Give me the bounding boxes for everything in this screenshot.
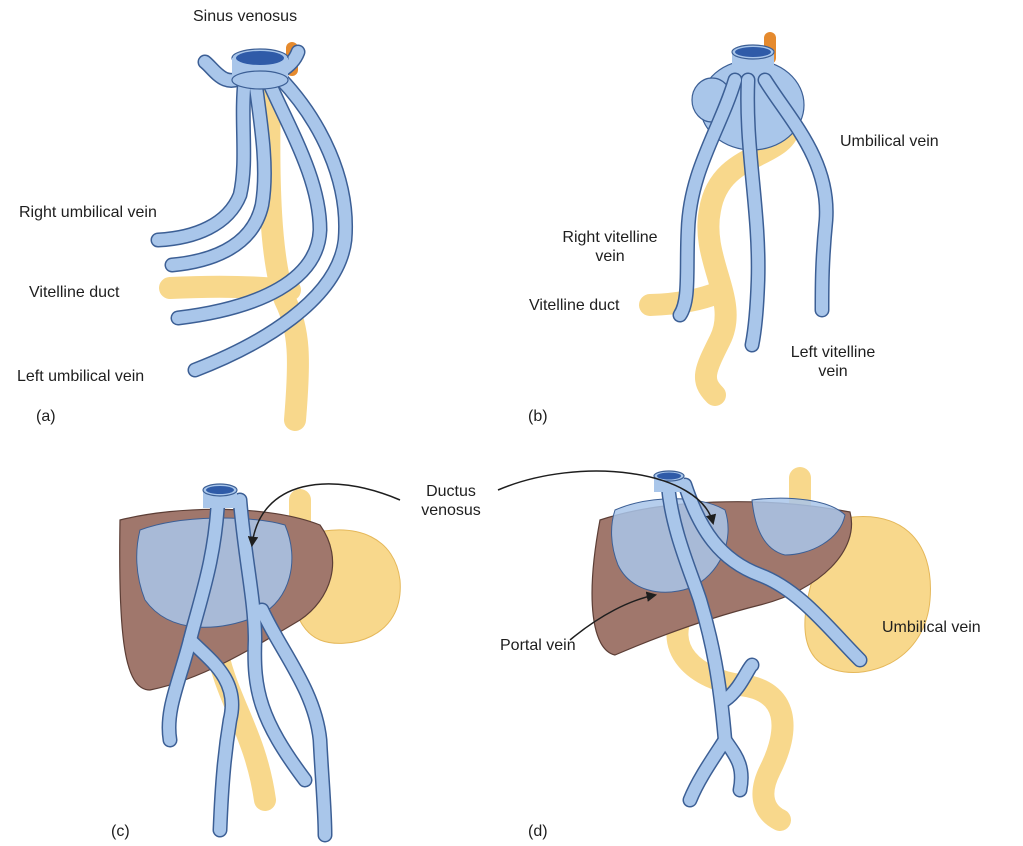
panel-a-veins — [158, 52, 346, 370]
label-ductus-line2: venosus — [421, 502, 481, 519]
panel-c-sinus-venosus — [203, 484, 237, 508]
label-right-vitelline-vein: Right vitelline vein — [549, 228, 671, 266]
panel-d-illustration — [592, 471, 930, 820]
panel-letter-b: (b) — [528, 408, 548, 426]
label-umbilical-vein-d: Umbilical vein — [882, 618, 981, 637]
panel-b-illustration — [650, 38, 826, 395]
panel-letter-a: (a) — [36, 408, 56, 426]
label-right-umbilical-vein: Right umbilical vein — [19, 203, 157, 222]
label-right-vitelline-line2: vein — [595, 248, 624, 265]
label-ductus-line1: Ductus — [426, 483, 476, 500]
label-right-vitelline-line1: Right vitelline — [562, 229, 657, 246]
label-left-vitelline-vein: Left vitelline vein — [772, 343, 894, 381]
label-ductus-venosus: Ductus venosus — [401, 482, 501, 520]
panel-letter-d: (d) — [528, 823, 548, 841]
label-portal-vein: Portal vein — [500, 636, 576, 655]
label-left-umbilical-vein: Left umbilical vein — [17, 367, 144, 386]
panel-a-illustration — [158, 48, 346, 420]
label-sinus-venosus: Sinus venosus — [193, 7, 297, 26]
label-left-vitelline-line1: Left vitelline — [791, 344, 876, 361]
panel-d-sinus-venosus — [654, 471, 684, 492]
panel-a-sinus-venosus — [232, 49, 288, 89]
label-vitelline-duct-b: Vitelline duct — [529, 296, 619, 315]
panel-letter-c: (c) — [111, 823, 130, 841]
panel-c-illustration — [120, 484, 401, 835]
label-umbilical-vein-b: Umbilical vein — [840, 132, 939, 151]
label-vitelline-duct-a: Vitelline duct — [29, 283, 119, 302]
label-left-vitelline-line2: vein — [818, 363, 847, 380]
